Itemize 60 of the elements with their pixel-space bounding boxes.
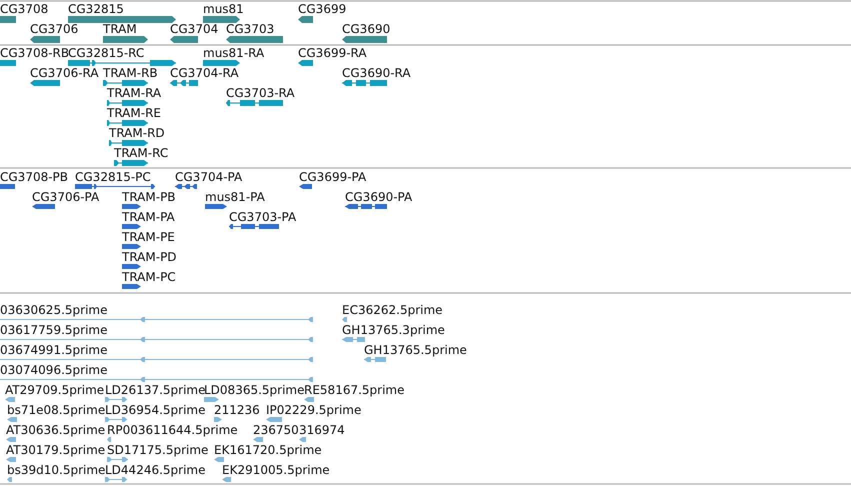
feature-label: mus81-RA	[203, 47, 264, 60]
feature-label: GH13765.5prime	[364, 344, 467, 357]
feature-label: IP02229.5prime	[266, 404, 362, 417]
feature-label: LD44246.5prime	[105, 464, 206, 477]
feature-label: TRAM-RA	[107, 87, 162, 100]
feature-label: CG3699-PA	[299, 171, 366, 184]
feature-label: CG3690-RA	[342, 67, 411, 80]
feature-label: mus81-PA	[205, 191, 265, 204]
feature-label: TRAM-RE	[107, 107, 161, 120]
feature-label: 03617759.5prime	[0, 324, 108, 337]
feature-label: CG3703-PA	[229, 211, 296, 224]
feature-label: CG3699-RA	[298, 47, 367, 60]
feature-label: bs71e08.5prime	[7, 404, 106, 417]
feature-label: CG3699	[298, 3, 346, 16]
feature-label: LD36954.5prime	[105, 404, 206, 417]
feature-label: CG3706-PA	[32, 191, 100, 204]
feature-label: GH13765.3prime	[342, 324, 445, 337]
feature-label: CG3706	[30, 23, 78, 36]
feature-label: CG3708	[0, 3, 48, 16]
feature-label: LD08365.5prime	[204, 384, 305, 397]
feature-label: CG3704-PA	[175, 171, 242, 184]
feature-label: TRAM	[103, 23, 137, 36]
feature-label: mus81	[203, 3, 244, 16]
feature-label: CG3690-PA	[345, 191, 412, 204]
feature-label: CG3703	[226, 23, 274, 36]
feature-label: TRAM-RC	[114, 147, 168, 160]
feature-label: 236750	[253, 424, 299, 437]
feature-label: bs39d10.5prime	[7, 464, 106, 477]
feature-label: 211236	[214, 404, 260, 417]
feature-label: 03074096.5prime	[0, 364, 108, 377]
feature-label: TRAM-PC	[122, 271, 176, 284]
feature-label: EK161720.5prime	[214, 444, 322, 457]
feature-label: AT30179.5prime	[6, 444, 106, 457]
feature-label: SD17175.5prime	[107, 444, 208, 457]
feature-label: CG32815-RC	[68, 47, 144, 60]
feature-label: CG32815	[68, 3, 124, 16]
feature-label: CG3703-RA	[226, 87, 295, 100]
feature-label: 03674991.5prime	[0, 344, 108, 357]
feature-label: LD26137.5prime	[105, 384, 206, 397]
feature-label: CG3706-RA	[30, 67, 99, 80]
feature-label: AT29709.5prime	[5, 384, 104, 397]
feature-label: 03630625.5prime	[0, 304, 108, 317]
feature-label: TRAM-PD	[122, 251, 177, 264]
feature-label: TRAM-RB	[103, 67, 158, 80]
feature-label: AT30636.5prime	[6, 424, 106, 437]
feature-label: CG3708-PB	[0, 171, 68, 184]
feature-label: RE58167.5prime	[304, 384, 404, 397]
feature-label: EK291005.5prime	[222, 464, 330, 477]
feature-label: CG32815-PC	[75, 171, 151, 184]
feature-label: TRAM-PA	[122, 211, 175, 224]
feature-label: 316974	[299, 424, 345, 437]
feature-label: TRAM-RD	[109, 127, 165, 140]
feature-label: CG3704	[170, 23, 218, 36]
feature-label: EC36262.5prime	[342, 304, 443, 317]
feature-label: CG3708-RB	[0, 47, 70, 60]
feature-label: TRAM-PE	[122, 231, 175, 244]
feature-label: RP003611644.5prime	[107, 424, 238, 437]
feature-label: CG3704-RA	[170, 67, 239, 80]
feature-label: CG3690	[342, 23, 390, 36]
feature-label: TRAM-PB	[122, 191, 176, 204]
